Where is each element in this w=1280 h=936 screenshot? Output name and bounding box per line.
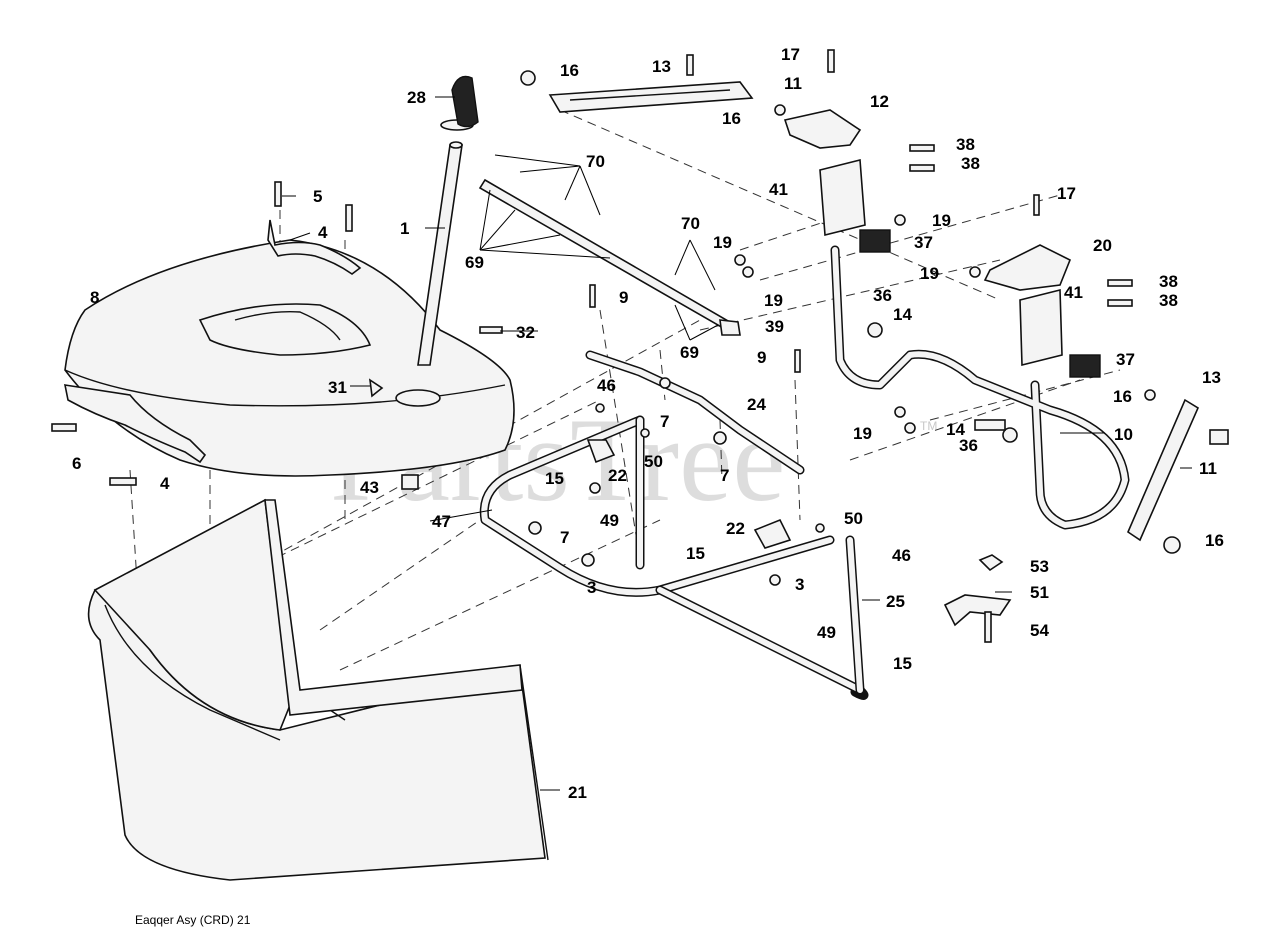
latch-part-51 [943,554,1012,643]
callout-19: 19 [932,211,951,230]
callout-19: 19 [713,233,732,252]
callout-21: 21 [568,783,587,802]
callout-6: 6 [72,454,81,473]
callout-46: 46 [892,546,911,565]
callout-7: 7 [560,528,569,547]
hardware [51,49,1229,586]
callout-15: 15 [686,544,705,563]
bracket-part-11-right [1127,398,1200,542]
callout-47: 47 [432,512,451,531]
callout-36: 36 [959,436,978,455]
callout-38: 38 [1159,291,1178,310]
callout-22: 22 [608,466,627,485]
callout-31: 31 [328,378,347,397]
callout-50: 50 [844,509,863,528]
callout-38: 38 [956,135,975,154]
callout-49: 49 [600,511,619,530]
callout-37: 37 [1116,350,1135,369]
callout-28: 28 [407,88,426,107]
callout-41: 41 [1064,283,1083,302]
latch-part-12 [783,109,862,149]
callout-16: 16 [560,61,579,80]
callout-32: 32 [516,323,535,342]
callout-1: 1 [400,219,409,238]
callout-51: 51 [1030,583,1049,602]
cap-part-37-left [859,229,891,253]
callout-11: 11 [1199,459,1217,478]
watermark-tm: TM [920,419,937,433]
callout-17: 17 [781,45,800,64]
callout-17: 17 [1057,184,1076,203]
callout-19: 19 [920,264,939,283]
callout-36: 36 [873,286,892,305]
callout-9: 9 [757,348,766,367]
callout-43: 43 [360,478,379,497]
callout-5: 5 [313,187,322,206]
callout-70: 70 [586,152,605,171]
callout-39: 39 [765,317,784,336]
callout-7: 7 [660,412,669,431]
cap-part-37-right [1069,354,1101,378]
bracket-part-41-right [1019,288,1063,367]
callout-24: 24 [747,395,766,414]
callout-20: 20 [1093,236,1112,255]
callout-41: 41 [769,180,788,199]
callout-9: 9 [619,288,628,307]
bracket-part-11-top [548,81,754,113]
frame-part-47 [479,415,869,700]
callout-70: 70 [681,214,700,233]
callout-16: 16 [1205,531,1224,550]
callout-25: 25 [886,592,905,611]
callout-13: 13 [652,57,671,76]
bag-part-21 [87,498,549,881]
bag-cover-part-8 [64,239,515,477]
callout-15: 15 [893,654,912,673]
callout-13: 13 [1202,368,1221,387]
callout-12: 12 [870,92,889,111]
callout-54: 54 [1030,621,1049,640]
callout-labels: 1 3 3 4 4 5 6 7 7 7 8 9 9 10 11 11 12 13… [72,45,1224,802]
callout-69: 69 [465,253,484,272]
callout-10: 10 [1114,425,1133,444]
callout-7: 7 [720,466,729,485]
callout-69: 69 [680,343,699,362]
latch-part-20 [983,244,1072,291]
rod-part-24 [585,350,805,475]
callout-8: 8 [90,288,99,307]
callout-3: 3 [587,578,596,597]
bracket-part-41-left [819,158,866,237]
bar-part-69-70 [478,178,741,336]
callout-38: 38 [961,154,980,173]
callout-19: 19 [764,291,783,310]
callout-19: 19 [853,424,872,443]
callout-16: 16 [722,109,741,128]
callout-46: 46 [597,376,616,395]
callout-50: 50 [644,452,663,471]
callout-37: 37 [914,233,933,252]
callout-15: 15 [545,469,564,488]
callout-3: 3 [795,575,804,594]
callout-38: 38 [1159,272,1178,291]
callout-14: 14 [946,420,965,439]
tube-part-1 [417,75,479,366]
callout-14: 14 [893,305,912,324]
callout-4: 4 [160,474,170,493]
callout-53: 53 [1030,557,1049,576]
callout-22: 22 [726,519,745,538]
leader-lines [282,96,1192,791]
callout-16: 16 [1113,387,1132,406]
frame-part-10 [830,245,1130,530]
callout-49: 49 [817,623,836,642]
diagram-caption: Eaqqer Asy (CRD) 21 [135,913,251,927]
callout-11: 11 [784,74,802,93]
callout-4: 4 [318,223,328,242]
handle-part-4 [63,219,362,464]
